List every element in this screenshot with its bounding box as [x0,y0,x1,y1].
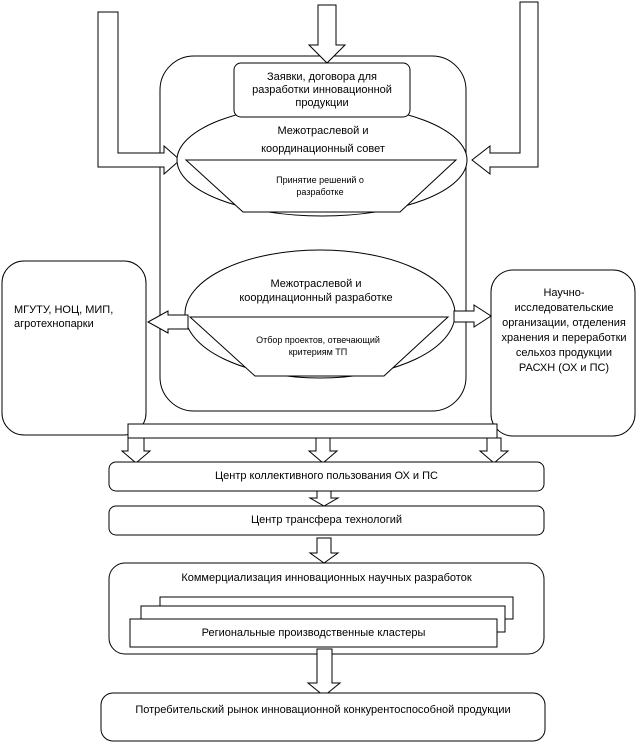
council-bottom-label: Межотраслевой и координационный разработ… [239,278,393,304]
right-top-arrow [471,1,539,176]
commercialization-label: Коммерциализация инновационных научных р… [181,572,472,584]
arrow-transfer-to-comm [308,537,340,564]
arrow-shared-to-transfer [308,490,340,507]
decision-label: Принятие решений о разработке [276,175,364,197]
right-org-box [490,269,636,437]
right-side-arrow [453,304,492,328]
dist-arrow-center [307,437,339,464]
distribution-bar [127,423,498,439]
clusters-label: Региональные производственные кластеры [201,627,426,639]
consumer-market-label: Потребительский рынок инновационной конк… [135,704,511,716]
consumer-market-box [100,692,546,742]
council-top-label: Межотраслевой и координационный совет [261,125,385,155]
requests-box [233,62,411,118]
left-side-arrow [146,310,189,334]
right-org-label: Научно-исследовательские организации, от… [501,287,627,374]
cluster-layer-front [129,618,498,648]
selection-trapezoid [188,316,450,377]
left-org-box [1,260,147,436]
transfer-center-box [108,505,545,536]
shared-center-label: Центр коллективного пользования ОХ и ПС [214,470,438,482]
decision-trapezoid [184,159,458,213]
selection-label: Отбор проектов, отвечающий критериям ТП [256,335,380,357]
left-top-arrow [97,11,181,176]
center-top-arrow [307,4,347,64]
transfer-center-label: Центр трансфера технологий [250,514,403,526]
left-org-label: МГУТУ, НОЦ, МИП, агротехнопарки [14,304,114,330]
requests-label: Заявки, договора для разработки инноваци… [252,71,392,109]
arrow-to-market [306,648,342,697]
dist-arrow-left [120,437,152,464]
dist-arrow-right [478,437,510,464]
